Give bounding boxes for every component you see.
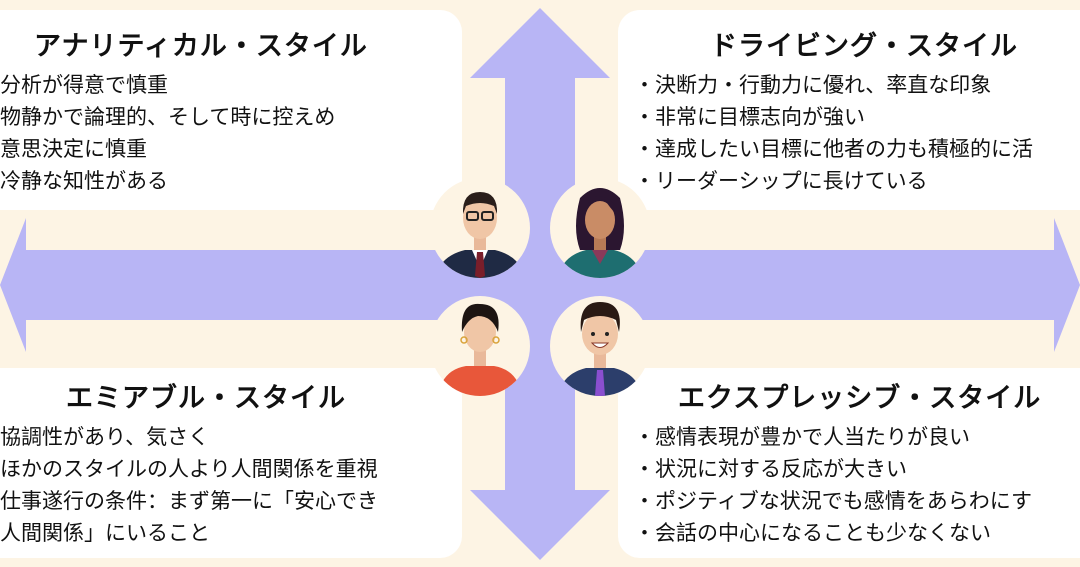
list-item: ・感情表現が豊かで人当たりが良い bbox=[634, 425, 970, 449]
expressive-avatar bbox=[550, 296, 650, 396]
amiable-avatar bbox=[430, 296, 530, 396]
driving-avatar bbox=[550, 178, 650, 278]
list-item: ・会話の中心になることも少なくない bbox=[634, 521, 991, 545]
list-item: ・状況に対する反応が大きい bbox=[634, 457, 907, 481]
analytical-title: アナリティカル・スタイル bbox=[34, 31, 368, 62]
driving-title: ドライビング・スタイル bbox=[710, 31, 1018, 62]
horizontal-arrow bbox=[0, 218, 1080, 352]
amiable-title: エミアブル・スタイル bbox=[66, 383, 346, 414]
amiable-style-card: エミアブル・スタイル 協調性があり、気さく ほかのスタイルの人より人間関係を重視… bbox=[0, 368, 462, 558]
list-item: 人間関係」にいること bbox=[0, 521, 210, 545]
expressive-title: エクスプレッシブ・スタイル bbox=[678, 383, 1042, 414]
list-item: ・非常に目標志向が強い bbox=[634, 105, 865, 129]
driving-style-card: ドライビング・スタイル ・決断力・行動力に優れ、率直な印象 ・非常に目標志向が強… bbox=[618, 10, 1080, 210]
list-item: 協調性があり、気さく bbox=[0, 425, 210, 449]
analytical-style-card: アナリティカル・スタイル 分析が得意で慎重 物静かで論理的、そして時に控えめ 意… bbox=[0, 10, 462, 210]
list-item: ・決断力・行動力に優れ、率直な印象 bbox=[634, 73, 992, 97]
list-item: 仕事遂行の条件：まず第一に「安心でき bbox=[0, 489, 378, 513]
expressive-style-card: エクスプレッシブ・スタイル ・感情表現が豊かで人当たりが良い ・状況に対する反応… bbox=[618, 368, 1080, 558]
smiling-man-icon bbox=[558, 302, 642, 396]
list-item: 意思決定に慎重 bbox=[0, 137, 147, 161]
list-item: ・ポジティブな状況でも感情をあらわにす bbox=[634, 489, 1032, 513]
list-item: 分析が得意で慎重 bbox=[0, 73, 168, 97]
woman-with-short-hair-icon bbox=[438, 303, 522, 396]
list-item: ほかのスタイルの人より人間関係を重視 bbox=[0, 457, 378, 481]
man-with-glasses-icon bbox=[435, 192, 525, 278]
list-item: ・達成したい目標に他者の力も積極的に活 bbox=[634, 137, 1033, 161]
list-item: 物静かで論理的、そして時に控えめ bbox=[0, 105, 336, 129]
list-item: 冷静な知性がある bbox=[0, 169, 168, 193]
analytical-avatar bbox=[430, 178, 530, 278]
woman-with-dark-hair-icon bbox=[558, 188, 642, 278]
list-item: ・リーダーシップに長けている bbox=[634, 169, 928, 193]
